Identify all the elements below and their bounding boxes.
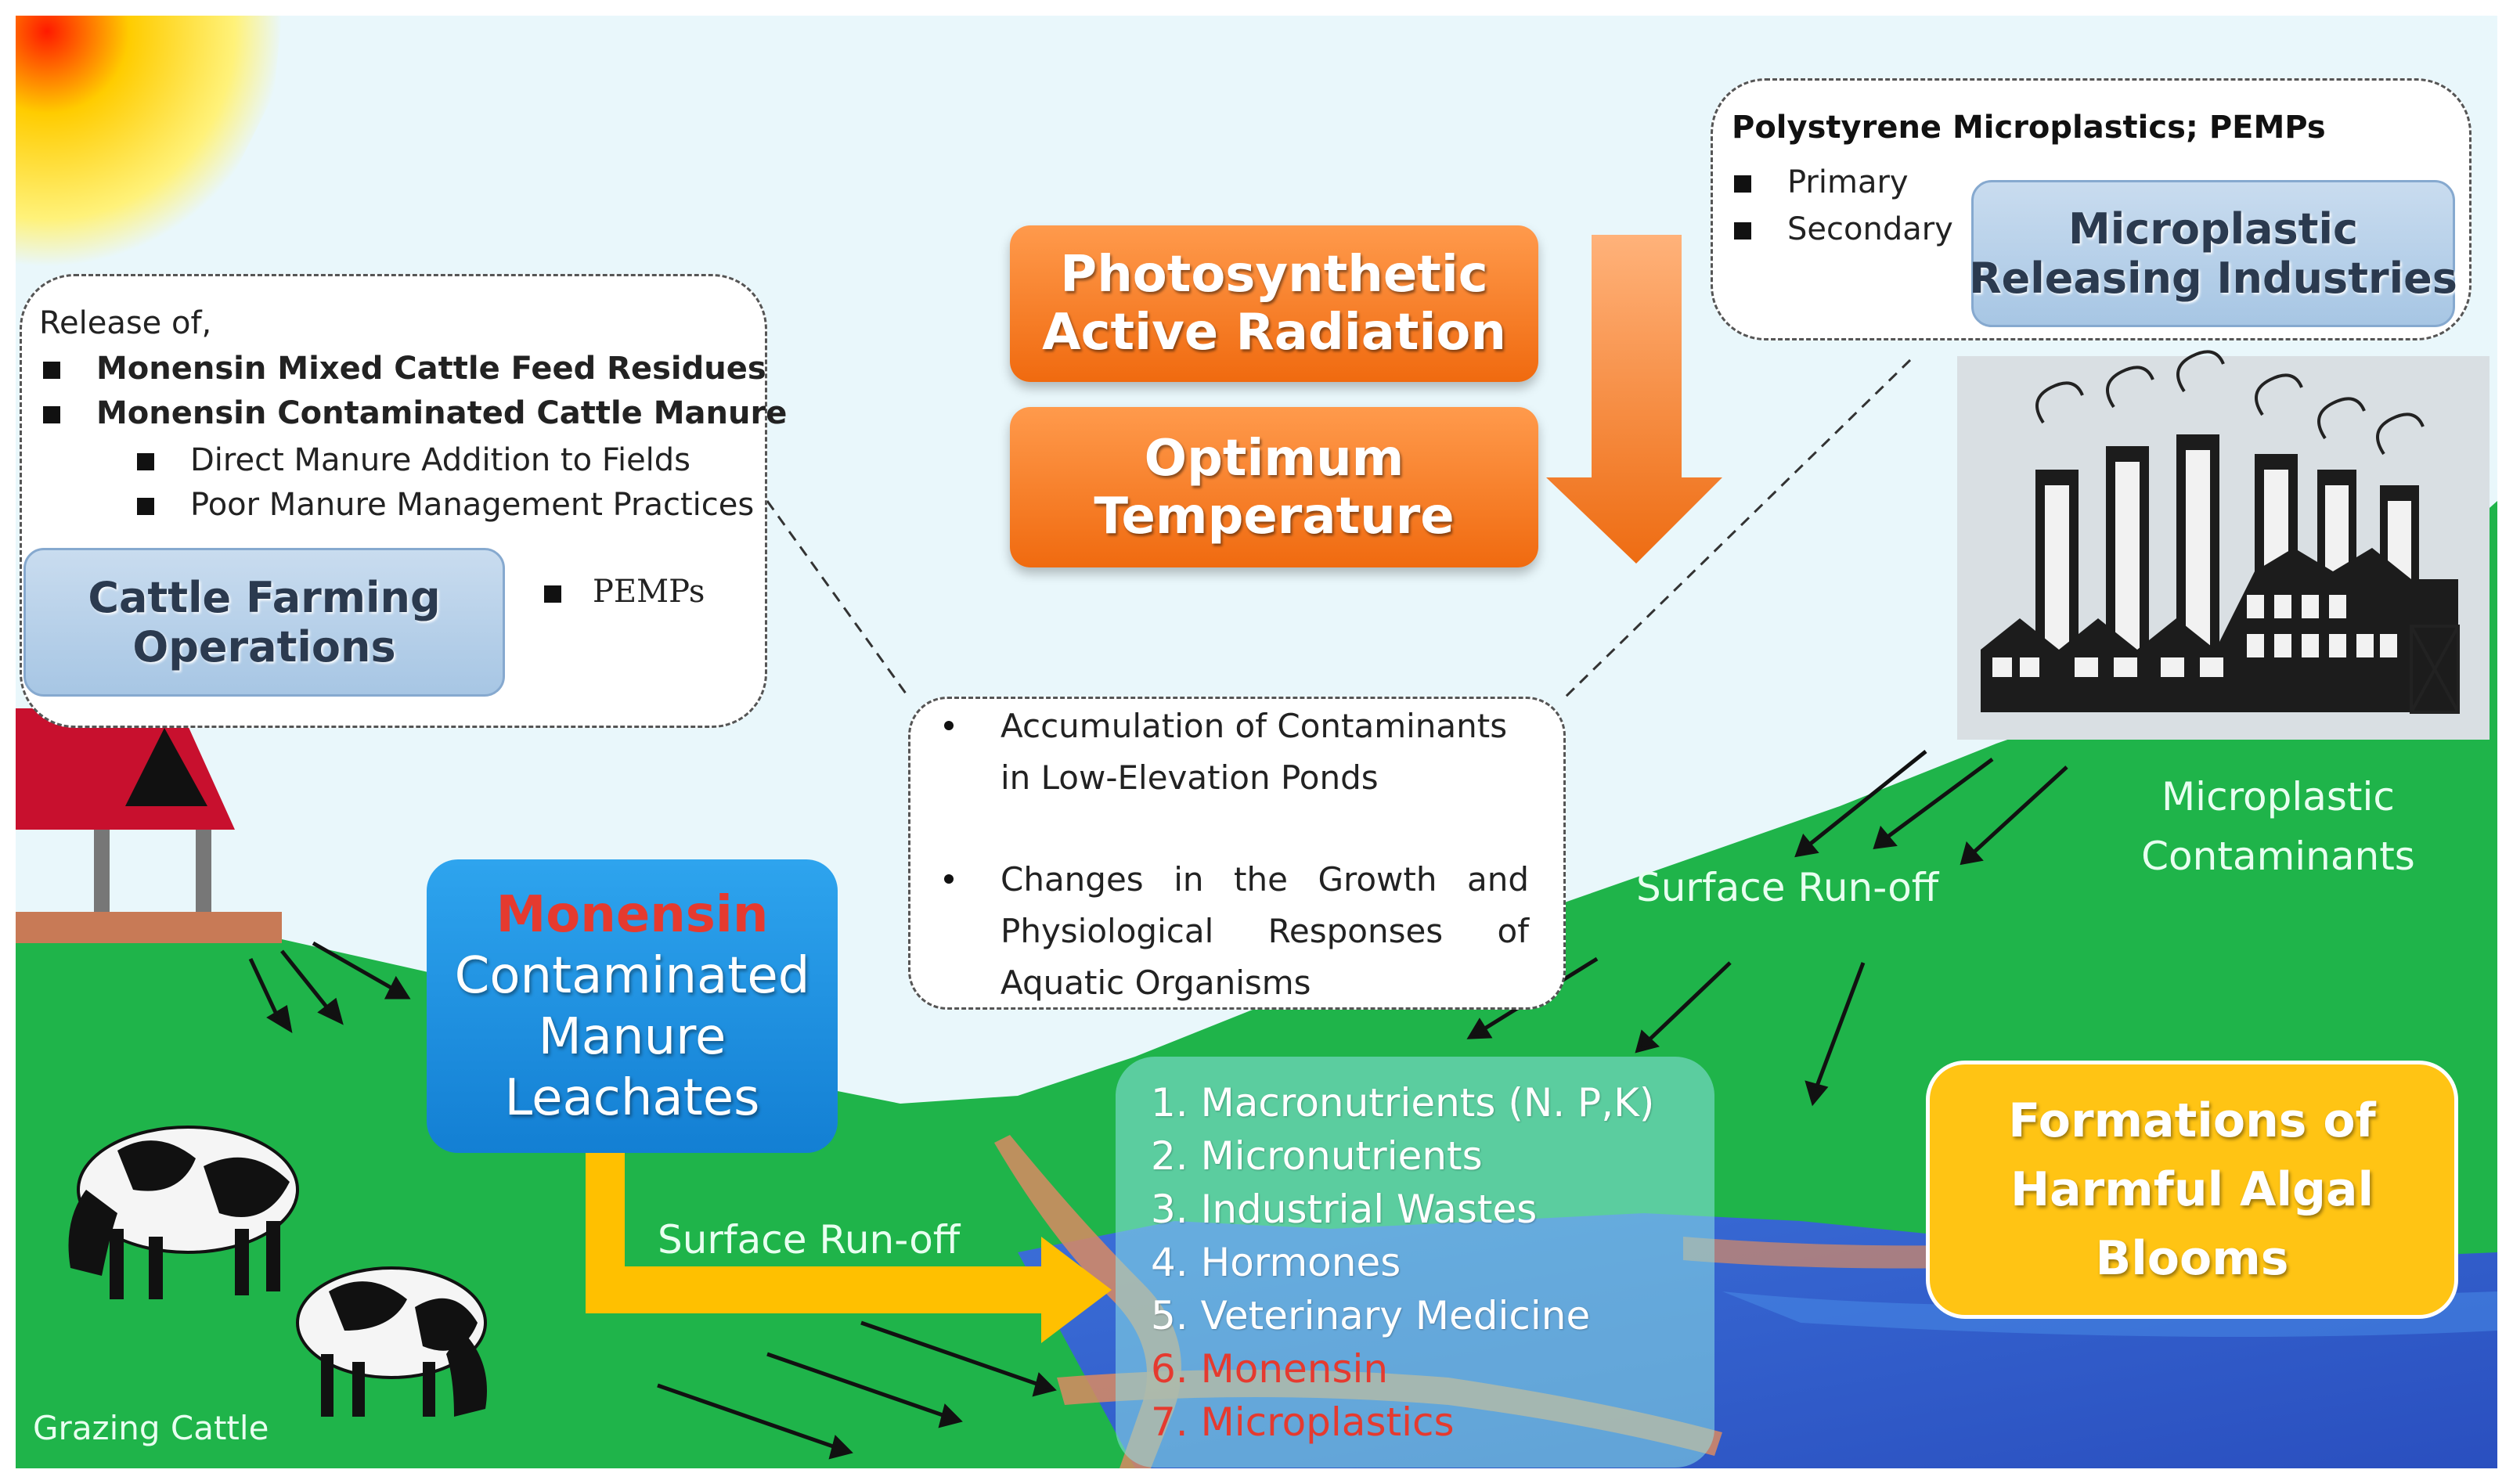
pollutant-item: 3. Industrial Wastes bbox=[1151, 1187, 1538, 1232]
barn-shelter bbox=[16, 708, 282, 943]
photosynthetic-radiation-box: Photosynthetic Active Radiation bbox=[1010, 225, 1538, 382]
cattle-farming-operations-box: Cattle Farming Operations bbox=[23, 548, 505, 697]
cattle-release-item-1: Monensin Mixed Cattle Feed Residues bbox=[43, 351, 766, 387]
cow-1 bbox=[68, 1126, 299, 1299]
radiation-arrow bbox=[1546, 235, 1722, 564]
pollutants-list-box bbox=[1116, 1057, 1714, 1468]
bullet-dot-icon bbox=[944, 721, 954, 730]
industry-item-primary: Primary bbox=[1734, 164, 1909, 200]
industry-item-secondary: Secondary bbox=[1734, 211, 1953, 247]
optimum-temperature-box: Optimum Temperature bbox=[1010, 407, 1538, 567]
square-bullet-icon bbox=[1734, 175, 1751, 193]
square-bullet-icon bbox=[1734, 222, 1751, 240]
pollutant-item-monensin: 6. Monensin bbox=[1151, 1346, 1389, 1392]
surface-runoff-left-label: Surface Run-off bbox=[658, 1217, 961, 1262]
connector-right bbox=[1564, 358, 1912, 698]
leachate-line-2: Contaminated bbox=[454, 946, 810, 1005]
pollutant-item: 1. Macronutrients (N. P,K) bbox=[1151, 1080, 1655, 1126]
leachate-line-3: Manure bbox=[538, 1007, 726, 1066]
microplastic-contaminants-label: Microplastic Contaminants bbox=[2141, 774, 2415, 879]
leachate-line-4: Leachates bbox=[504, 1068, 760, 1127]
runoff-yellow-arrow bbox=[586, 1151, 1112, 1343]
cattle-release-item-2: Monensin Contaminated Cattle Manure bbox=[43, 395, 787, 431]
pemps-item: PEMPs bbox=[544, 574, 705, 610]
pond-effects-panel bbox=[908, 697, 1566, 1010]
grass-hill bbox=[16, 501, 2497, 1468]
pollutant-item: 2. Micronutrients bbox=[1151, 1133, 1483, 1179]
connector-left bbox=[766, 500, 910, 697]
square-bullet-icon bbox=[43, 406, 60, 423]
pollutants-list: 1. Macronutrients (N. P,K) 2. Micronutri… bbox=[1151, 1076, 1654, 1449]
cattle-release-intro: Release of, bbox=[39, 305, 212, 341]
leachate-highlight: Monensin bbox=[496, 885, 769, 944]
manure-leachates-box: Monensin Contaminated Manure Leachates bbox=[427, 859, 838, 1153]
cattle-release-subitem-2: Poor Manure Management Practices bbox=[137, 487, 754, 523]
pollutant-item-microplastics: 7. Microplastics bbox=[1151, 1399, 1455, 1445]
sun bbox=[16, 16, 282, 282]
grazing-cattle-label: Grazing Cattle bbox=[33, 1409, 269, 1447]
square-bullet-icon bbox=[137, 453, 154, 470]
square-bullet-icon bbox=[544, 585, 561, 603]
microplastic-industries-box: Microplastic Releasing Industries bbox=[1969, 180, 2457, 327]
flow-arrows bbox=[248, 750, 2068, 1460]
bullet-dot-icon bbox=[944, 874, 954, 884]
pollutant-item: 4. Hormones bbox=[1151, 1240, 1401, 1285]
pollutant-item: 5. Veterinary Medicine bbox=[1151, 1293, 1591, 1338]
pond-effect-1: Accumulation of Contaminants in Low-Elev… bbox=[1001, 707, 1508, 797]
industry-panel-title: Polystyrene Microplastics; PEMPs bbox=[1732, 110, 2326, 146]
square-bullet-icon bbox=[43, 362, 60, 379]
factory-illustration bbox=[1957, 350, 2490, 740]
surface-runoff-right-label: Surface Run-off bbox=[1636, 865, 1939, 910]
cattle-release-subitem-1: Direct Manure Addition to Fields bbox=[137, 442, 690, 478]
square-bullet-icon bbox=[137, 498, 154, 515]
harmful-algal-blooms-box: Formations of Harmful Algal Blooms bbox=[1926, 1061, 2458, 1319]
cow-2 bbox=[296, 1266, 487, 1417]
pond-effect-2: Changes in the Growth and Physiological … bbox=[1001, 860, 1529, 1002]
